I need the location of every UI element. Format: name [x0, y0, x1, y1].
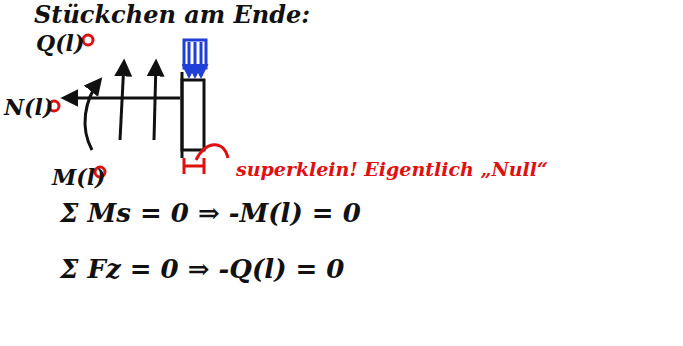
moment-arrow [85, 80, 100, 150]
gap-bracket [184, 158, 204, 174]
load-arrow [200, 42, 203, 76]
cut-edge [181, 72, 184, 158]
heading: Stückchen am Ende: [34, 0, 310, 29]
shear-force-arrow [120, 62, 124, 140]
callout-arc [196, 145, 228, 160]
load-arrow [188, 42, 191, 76]
moment-label: M(l) [52, 164, 106, 190]
load-arrow [194, 42, 197, 76]
shear-force-arrow [154, 62, 156, 140]
beam-piece [182, 80, 204, 150]
equation: Σ Fz = 0 ⇒ -Q(l) = 0 [60, 254, 344, 284]
force-label: N(l) [4, 94, 53, 120]
force-label: Q(l) [36, 30, 84, 56]
mark-circle [83, 35, 93, 45]
note: superklein! Eigentlich „Null“ [236, 158, 548, 180]
equation: Σ Ms = 0 ⇒ -M(l) = 0 [60, 198, 361, 228]
